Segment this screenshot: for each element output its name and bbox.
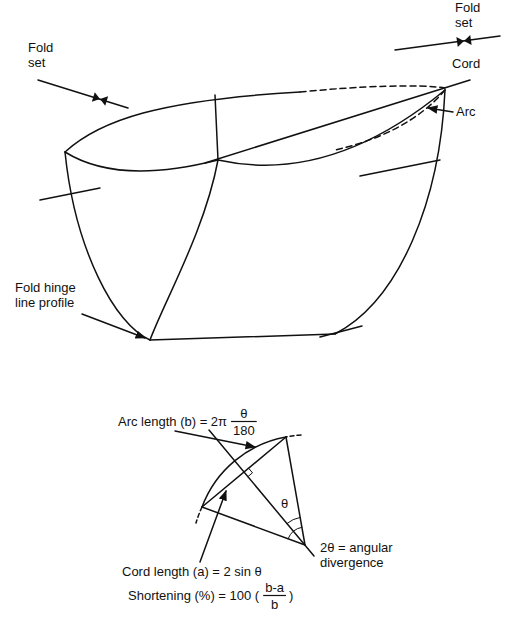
right-profile (335, 90, 445, 334)
cord-line (205, 80, 470, 163)
leader-arrow (82, 314, 145, 338)
formula-text: Arc length (b) = 2π (118, 414, 227, 429)
chord-line (202, 437, 286, 507)
fold-set-label: Fold set (28, 40, 62, 70)
front-rim (65, 152, 218, 171)
fold-set-axis (38, 80, 128, 108)
fraction-denominator: b (271, 597, 278, 612)
fold-set-label: Fold set (455, 0, 489, 30)
arc-extension (196, 507, 202, 523)
hinge-line (150, 334, 335, 340)
formula-text: ) (289, 588, 293, 603)
leader-arrow (428, 108, 453, 112)
right-angle-mark (248, 468, 253, 476)
back-rim (300, 86, 445, 92)
formula-text: Cord length (a) = 2 sin θ (122, 564, 262, 579)
fraction-denominator: 180 (233, 423, 255, 438)
two-theta-arc (288, 527, 302, 539)
theta-arc (287, 517, 300, 523)
fraction-numerator: b-a (265, 580, 284, 595)
upper-rim (65, 92, 300, 152)
angle-note: 2θ = angular divergence (320, 540, 440, 570)
fraction-numerator: θ (240, 406, 247, 421)
fold-axis-trace (360, 160, 440, 176)
inner-profile (150, 160, 218, 340)
arc-extension (286, 435, 301, 437)
fold-set-symbol (456, 35, 471, 47)
arc-label: Arc (456, 104, 476, 119)
radius-line (286, 437, 305, 545)
fold-set-symbol (92, 92, 108, 106)
left-profile (65, 152, 150, 340)
angle-label: θ (281, 496, 288, 511)
formula-text: Shortening (%) = 100 ( (128, 588, 259, 603)
fold-axis-trace (40, 188, 100, 200)
section-line (215, 95, 218, 160)
arc-curve (218, 90, 445, 165)
fold-set-axis (395, 36, 500, 50)
back-lower-rim (335, 90, 445, 150)
sector-arc (202, 437, 286, 507)
leader-arrow (200, 491, 226, 562)
cord-label: Cord (452, 56, 480, 71)
fraction-bar (263, 595, 286, 596)
fraction-bar (231, 421, 257, 422)
hinge-label: Fold hinge line profile (15, 280, 97, 310)
